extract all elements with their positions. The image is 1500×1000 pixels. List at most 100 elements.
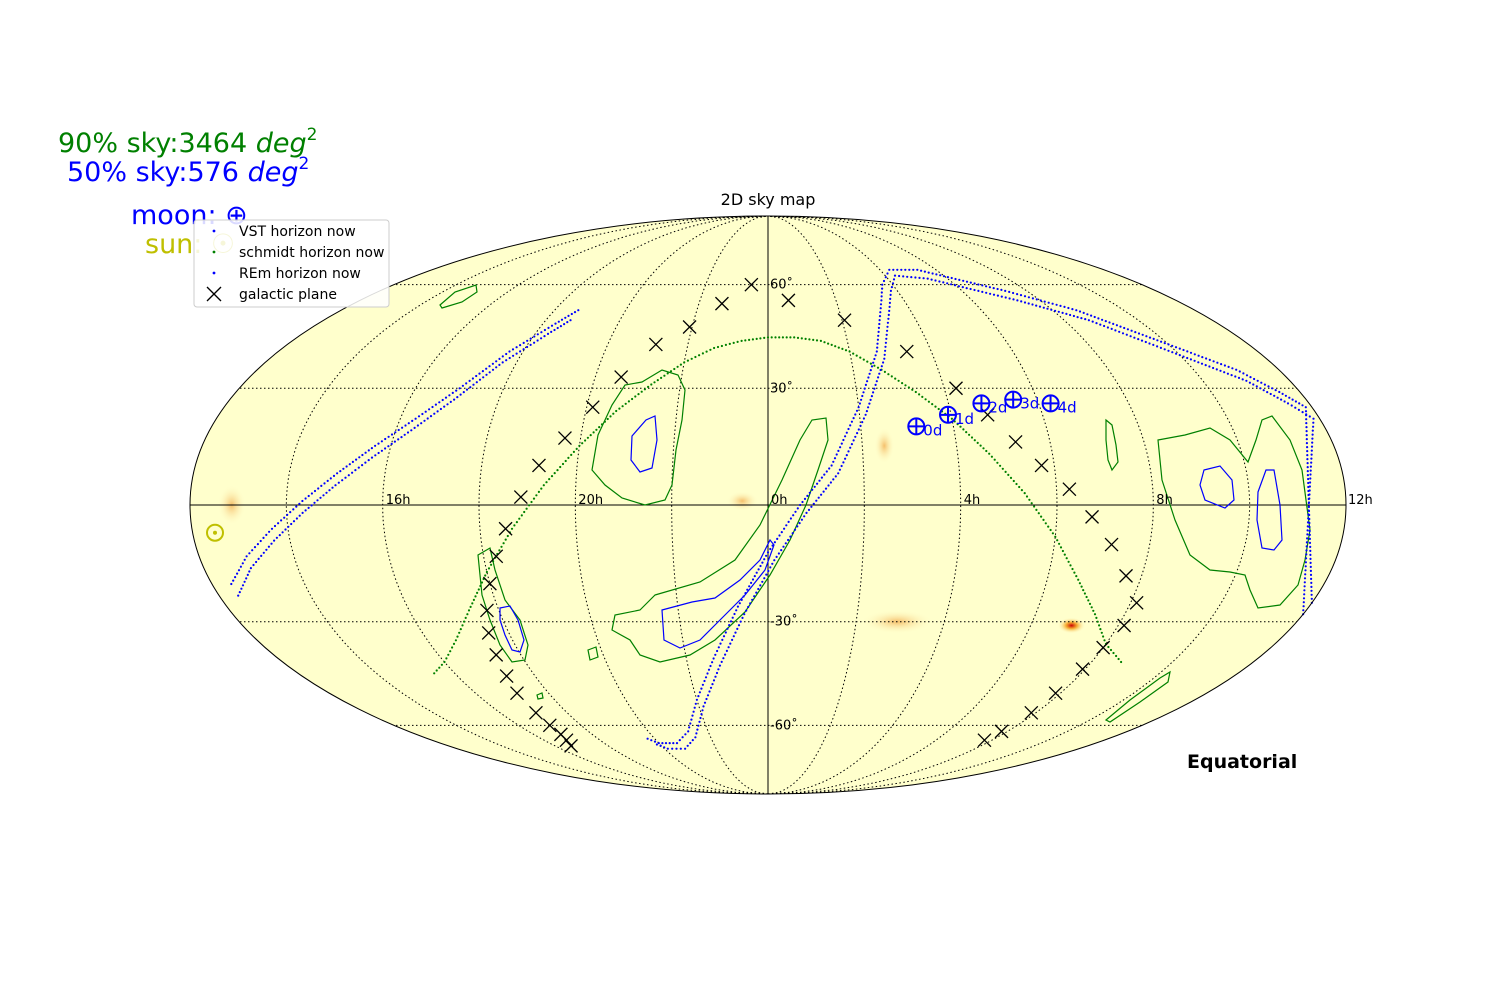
- horizon-dot: [697, 724, 700, 727]
- horizon-dot: [695, 698, 699, 701]
- horizon-dot: [867, 376, 870, 379]
- horizon-dot: [424, 410, 427, 413]
- horizon-dot: [924, 398, 927, 401]
- horizon-dot: [533, 335, 536, 338]
- horizon-dot: [377, 451, 380, 455]
- contour-50: [1256, 469, 1283, 551]
- horizon-dot: [328, 489, 331, 492]
- horizon-dot: [361, 453, 364, 457]
- horizon-dot: [1112, 651, 1115, 655]
- horizon-dot: [537, 490, 541, 493]
- horizon-dot: [1306, 470, 1309, 473]
- horizon-dot: [780, 531, 783, 534]
- horizon-dot: [856, 432, 859, 435]
- horizon-dot: [1121, 332, 1125, 335]
- horizon-dot: [1035, 304, 1038, 307]
- horizon-dot: [759, 584, 762, 587]
- horizon-dot: [827, 484, 830, 487]
- horizon-dot: [1307, 501, 1311, 504]
- horizon-dot: [1306, 462, 1309, 465]
- horizon-dot: [785, 524, 788, 527]
- horizon-dot: [796, 336, 800, 339]
- horizon-dot: [732, 341, 735, 344]
- horizon-dot: [1120, 660, 1123, 664]
- horizon-dot: [728, 342, 731, 345]
- horizon-dot: [550, 330, 553, 333]
- horizon-dot: [1145, 335, 1148, 338]
- horizon-dot: [664, 742, 668, 745]
- horizon-dot: [1063, 305, 1066, 308]
- horizon-dot: [746, 588, 749, 591]
- horizon-dot: [433, 412, 436, 415]
- horizon-dot: [789, 336, 792, 339]
- horizon-dot: [803, 515, 806, 518]
- horizon-dot: [767, 569, 770, 573]
- horizon-dot: [471, 602, 474, 605]
- moon-marker: 2d: [972, 394, 1007, 416]
- horizon-dot: [438, 666, 441, 669]
- horizon-dot: [706, 672, 709, 675]
- horizon-dot: [906, 275, 909, 278]
- horizon-dot: [860, 398, 863, 401]
- horizon-dot: [277, 522, 280, 525]
- horizon-dot: [1051, 532, 1054, 535]
- horizon-dot: [844, 349, 848, 352]
- horizon-dot: [798, 522, 801, 525]
- horizon-dot: [812, 502, 815, 505]
- horizon-dot: [273, 539, 276, 542]
- horizon-dot: [508, 350, 511, 353]
- horizon-dot: [1309, 569, 1312, 573]
- horizon-dot: [1130, 329, 1133, 332]
- horizon-dot: [985, 449, 988, 453]
- horizon-dot: [498, 549, 501, 552]
- horizon-dot: [785, 336, 788, 339]
- horizon-dot: [420, 422, 423, 425]
- ra-grid-line: [574, 216, 769, 794]
- horizon-dot: [744, 592, 747, 595]
- horizon-dot: [329, 477, 332, 480]
- horizon-dot: [567, 314, 570, 317]
- moon-day-label: 2d: [988, 398, 1007, 416]
- horizon-dot: [407, 422, 410, 425]
- horizon-dot: [1310, 449, 1313, 452]
- horizon-dot: [307, 494, 310, 498]
- horizon-dot: [687, 730, 690, 733]
- horizon-dot: [938, 280, 941, 283]
- horizon-dot: [709, 664, 712, 668]
- horizon-dot: [1182, 355, 1185, 358]
- horizon-dot: [631, 397, 634, 401]
- horizon-dot: [869, 398, 872, 401]
- horizon-dot: [659, 744, 662, 748]
- horizon-dot: [347, 474, 350, 477]
- horizon-dot: [241, 562, 244, 565]
- horizon-dot: [934, 405, 937, 408]
- horizon-dot: [1310, 597, 1313, 600]
- horizon-dot: [249, 567, 252, 570]
- horizon-dot: [292, 520, 296, 523]
- horizon-dot: [804, 337, 807, 340]
- horizon-dot: [283, 516, 286, 519]
- horizon-dot: [1281, 392, 1284, 395]
- horizon-dot: [908, 268, 911, 271]
- horizon-dot: [896, 268, 899, 271]
- horizon-dot: [1266, 391, 1269, 394]
- horizon-dot: [736, 605, 740, 608]
- horizon-dot: [1235, 368, 1238, 371]
- horizon-dot: [545, 481, 548, 484]
- horizon-dot: [480, 581, 484, 584]
- horizon-dot: [747, 605, 750, 609]
- horizon-dot: [351, 460, 354, 463]
- horizon-dot: [894, 377, 897, 380]
- horizon-dot: [533, 341, 536, 344]
- horizon-dot: [765, 573, 768, 576]
- horizon-dot: [808, 338, 811, 341]
- horizon-dot: [993, 458, 996, 461]
- horizon-dot: [1208, 358, 1211, 361]
- horizon-dot: [977, 289, 980, 292]
- horizon-dot: [1223, 364, 1226, 367]
- horizon-dot: [753, 595, 756, 598]
- horizon-dot: [844, 435, 847, 438]
- horizon-dot: [988, 452, 991, 455]
- contour-50: [499, 605, 525, 653]
- galactic-marker: [480, 603, 494, 618]
